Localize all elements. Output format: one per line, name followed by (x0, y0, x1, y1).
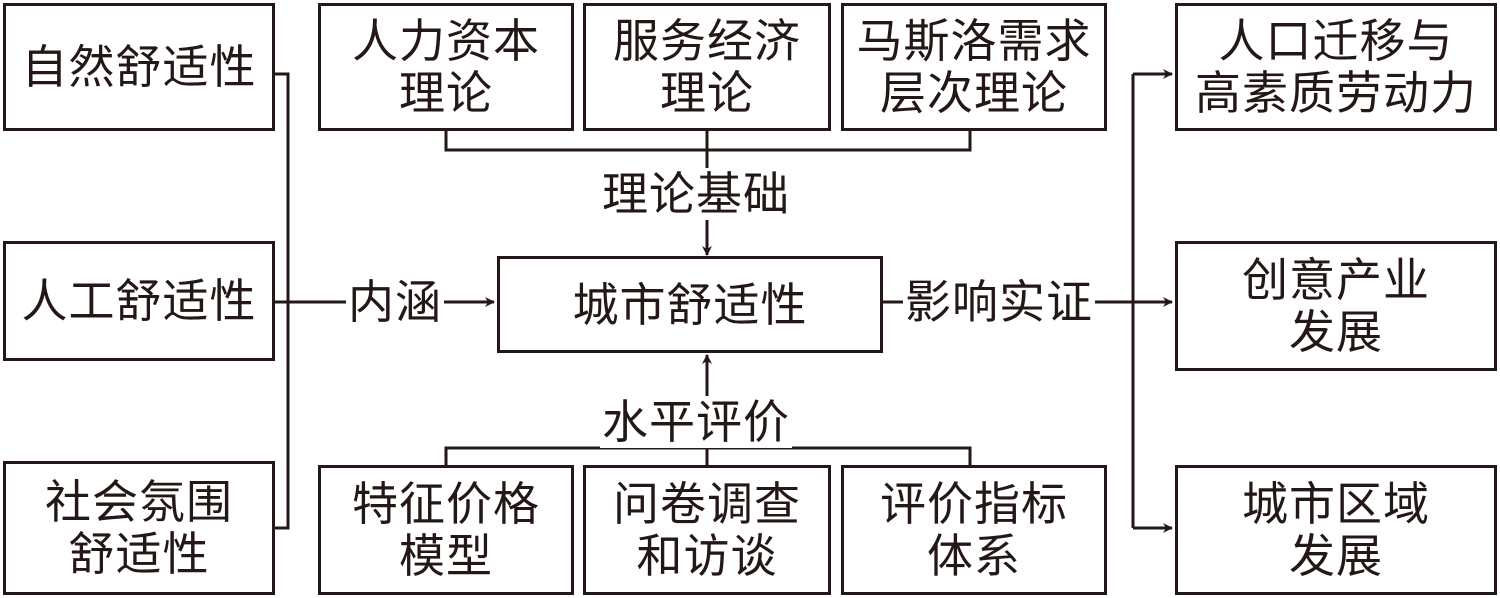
box-artificial-amenity: 人工舒适性 (3, 241, 275, 361)
box-text: 特征价格 (352, 477, 540, 531)
box-text: 人工舒适性 (21, 274, 257, 328)
box-text: 社会氛围 (45, 475, 233, 529)
box-regional-development: 城市区域 发展 (1175, 465, 1497, 595)
box-text: 人口迁移与 (1218, 14, 1454, 68)
box-indicator-system: 评价指标 体系 (841, 465, 1107, 595)
box-text: 自然舒适性 (21, 40, 257, 94)
box-text: 问卷调查 (613, 477, 801, 531)
box-text: 人力资本 (352, 14, 540, 68)
box-maslow-theory: 马斯洛需求 层次理论 (841, 3, 1107, 131)
box-text: 理论 (660, 66, 754, 120)
box-text: 舒适性 (68, 527, 210, 581)
box-text: 发展 (1289, 529, 1383, 583)
label-connotation: 内涵 (346, 275, 444, 329)
box-social-amenity: 社会氛围 舒适性 (3, 461, 275, 595)
box-text: 评价指标 (880, 477, 1068, 531)
box-text: 马斯洛需求 (856, 14, 1092, 68)
box-natural-amenity: 自然舒适性 (3, 3, 275, 131)
box-text: 创意产业 (1242, 253, 1430, 307)
box-text: 体系 (927, 529, 1021, 583)
box-text: 城市区域 (1242, 477, 1430, 531)
box-service-economy-theory: 服务经济 理论 (583, 3, 831, 131)
box-text: 城市舒适性 (572, 277, 808, 332)
box-text: 和访谈 (636, 529, 778, 583)
box-urban-amenity: 城市舒适性 (497, 256, 883, 353)
box-hedonic-price-model: 特征价格 模型 (318, 465, 574, 595)
box-human-capital-theory: 人力资本 理论 (318, 3, 574, 131)
label-impact-evidence: 影响实证 (903, 275, 1095, 329)
box-text: 发展 (1289, 305, 1383, 359)
box-text: 模型 (399, 529, 493, 583)
box-text: 高素质劳动力 (1195, 66, 1477, 120)
label-level-evaluation: 水平评价 (600, 395, 792, 449)
box-survey-interview: 问卷调查 和访谈 (583, 465, 831, 595)
box-text: 理论 (399, 66, 493, 120)
box-text: 服务经济 (613, 14, 801, 68)
box-text: 层次理论 (880, 66, 1068, 120)
box-migration-labor: 人口迁移与 高素质劳动力 (1175, 3, 1497, 131)
box-creative-industry: 创意产业 发展 (1175, 241, 1497, 371)
label-theory-basis: 理论基础 (600, 167, 792, 221)
